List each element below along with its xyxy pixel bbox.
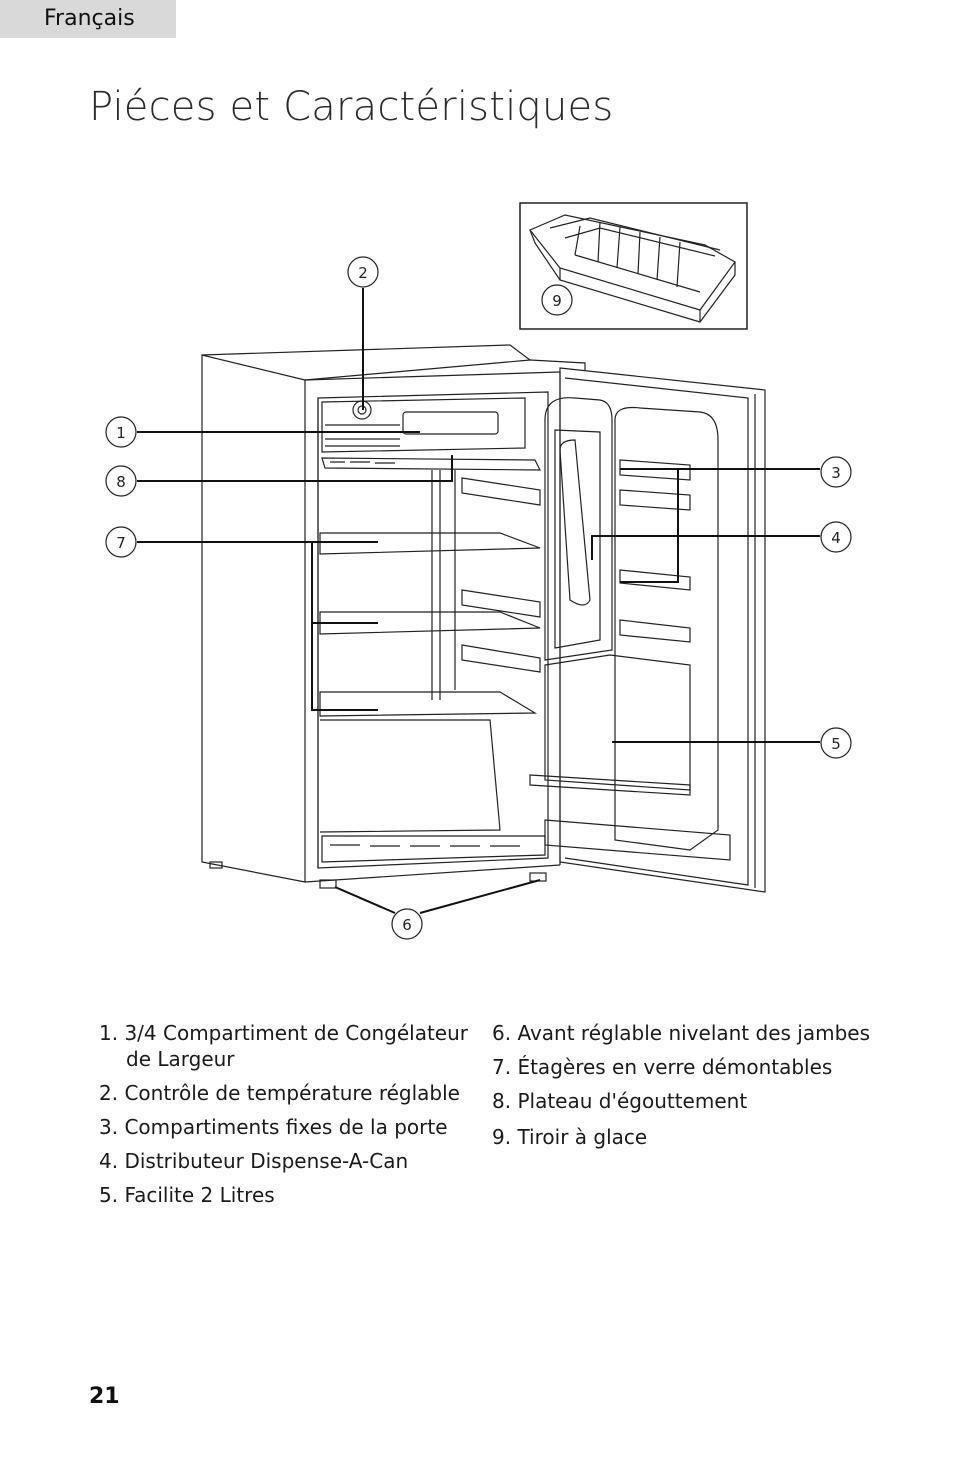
leader-8 (137, 455, 453, 482)
parts-list-left: 1. 3/4 Compartiment de Congélateur de La… (99, 1020, 479, 1220)
leader-4 (591, 535, 820, 560)
page-number: 21 (89, 1384, 120, 1409)
leader-3 (620, 468, 820, 583)
callout-label-9: 9 (552, 292, 562, 310)
list-item: 1. 3/4 Compartiment de Congélateur (99, 1021, 469, 1045)
list-item: 8. Plateau d'égouttement (492, 1089, 748, 1113)
fridge-door (529, 359, 766, 893)
callout-1 (105, 416, 137, 448)
list-item-continuation: de Largeur (126, 1047, 235, 1071)
page-title: Piéces et Caractéristiques (89, 84, 614, 130)
callout-2 (347, 256, 379, 288)
callout-label-4: 4 (831, 529, 841, 547)
parts-list-right: 6. Avant réglable nivelant des jambes 7.… (492, 1020, 932, 1160)
language-tab: Français (0, 0, 176, 38)
callout-8 (105, 465, 137, 497)
callout-label-8: 8 (116, 473, 126, 491)
language-tab-label: Français (44, 6, 135, 31)
callout-9 (541, 284, 573, 316)
fridge-cabinet (201, 344, 561, 889)
callout-label-2: 2 (358, 264, 368, 282)
callout-label-7: 7 (116, 534, 126, 552)
leader-lines (137, 288, 820, 914)
list-item: 3. Compartiments fixes de la porte (99, 1115, 448, 1139)
list-item: 6. Avant réglable nivelant des jambes (492, 1021, 870, 1045)
ice-tray-inset-box (519, 202, 748, 330)
callout-3 (820, 456, 852, 488)
callout-label-5: 5 (831, 735, 841, 753)
list-item: 2. Contrôle de température réglable (99, 1081, 460, 1105)
list-item: 9. Tiroir à glace (492, 1125, 648, 1149)
callout-7 (105, 526, 137, 558)
callout-label-3: 3 (831, 464, 841, 482)
leader-7 (137, 541, 378, 711)
callout-4 (820, 521, 852, 553)
callout-label-1: 1 (116, 424, 126, 442)
list-item: 4. Distributeur Dispense-A-Can (99, 1149, 409, 1173)
callout-6 (391, 908, 423, 940)
callout-5 (820, 727, 852, 759)
callout-label-6: 6 (402, 916, 412, 934)
leader-6 (334, 879, 541, 914)
list-item: 7. Étagères en verre démontables (492, 1055, 833, 1079)
ice-tray-icon (529, 214, 736, 323)
refrigerator-diagram: 1 2 3 4 5 6 7 8 9 (105, 202, 852, 940)
list-item: 5. Facilite 2 Litres (99, 1183, 275, 1207)
